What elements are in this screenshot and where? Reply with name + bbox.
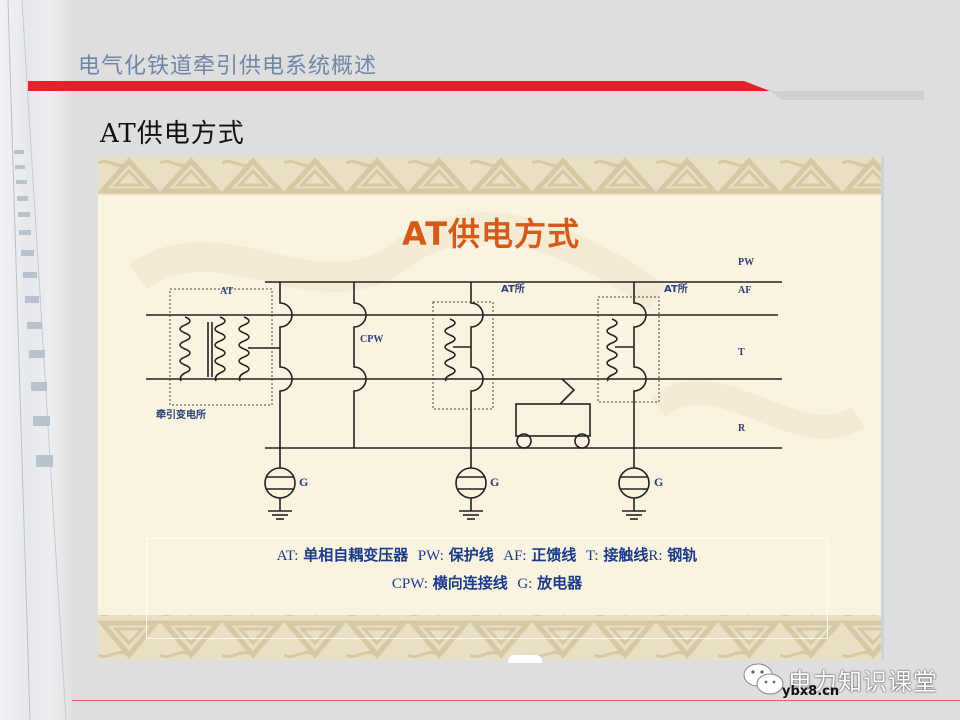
- legend-value: 单相自耦变压器: [303, 546, 409, 564]
- coil-1: [179, 316, 191, 382]
- legend-value: 保护线: [448, 546, 494, 564]
- decorative-rail-strip: [0, 0, 72, 720]
- legend-key: AF:: [503, 548, 527, 564]
- pantograph: [559, 378, 576, 405]
- legend-value: 横向连接线: [432, 574, 508, 592]
- slide-subtitle: AT供电方式: [100, 119, 245, 149]
- label-at-post-1: AT所: [501, 284, 525, 295]
- legend-key: AT:: [276, 548, 299, 564]
- diagram-canvas: [98, 157, 884, 660]
- legend-value: 正馈线: [531, 546, 577, 564]
- coil-2: [214, 316, 226, 382]
- label-cpw: CPW: [360, 334, 384, 345]
- label-af: AF: [738, 285, 752, 296]
- legend-box: AT: 单相自耦变压器 PW: 保护线 AF: 正馈线 T: 接触线R: 钢轨 …: [146, 538, 828, 639]
- title-underline-gray: [760, 82, 924, 100]
- coil-3: [238, 316, 250, 382]
- label-r: R: [738, 423, 746, 434]
- title-underline-red: [28, 81, 770, 91]
- label-t: T: [738, 347, 745, 358]
- image-frame-edge: [881, 157, 884, 660]
- label-pw: PW: [738, 257, 755, 268]
- legend-key: G:: [517, 576, 533, 592]
- at-post-1-box: [432, 301, 494, 410]
- section-title: 电气化铁道牵引供电系统概述: [78, 54, 378, 79]
- label-g-3: G: [654, 475, 664, 489]
- legend-line-2: CPW: 横向连接线 G: 放电器: [147, 572, 827, 593]
- page-tab: [508, 655, 542, 663]
- legend-key: PW:: [417, 548, 444, 564]
- legend-key: T:: [585, 548, 599, 564]
- legend-key: R:: [648, 548, 663, 564]
- legend-value: 钢轨: [667, 546, 698, 564]
- circuit-lines: [146, 281, 782, 520]
- watermark-url: ybx8.cn: [782, 684, 840, 699]
- at-feeding-diagram-image: AT供电方式 AT 牵引变电所 CPW AT所 AT所 PW AF T R G …: [98, 157, 884, 660]
- legend-value: 放电器: [537, 574, 583, 592]
- label-g-2: G: [490, 475, 500, 489]
- wechat-icon: [743, 663, 784, 695]
- legend-line-1: AT: 单相自耦变压器 PW: 保护线 AF: 正馈线 T: 接触线R: 钢轨: [147, 544, 827, 565]
- legend-key: CPW:: [391, 576, 428, 592]
- train-body: [515, 403, 591, 437]
- at-post-2-box: [597, 296, 660, 403]
- footer-divider: [72, 700, 960, 701]
- bottom-ornament-border: [98, 615, 884, 660]
- top-ornament-border: [98, 157, 884, 195]
- label-g-1: G: [299, 475, 309, 489]
- diagram-title: AT供电方式: [401, 215, 581, 253]
- rail-track-graphic: [7, 0, 67, 720]
- train-wheel: [516, 433, 532, 449]
- label-traction-substation: 牵引变电所: [156, 410, 206, 421]
- substation-box: [169, 288, 273, 406]
- legend-value: 接触线: [603, 546, 649, 564]
- watermark-name: 电力知识课堂: [788, 668, 938, 696]
- label-at: AT: [220, 286, 234, 297]
- train-wheel: [574, 433, 590, 449]
- label-at-post-2: AT所: [664, 284, 688, 295]
